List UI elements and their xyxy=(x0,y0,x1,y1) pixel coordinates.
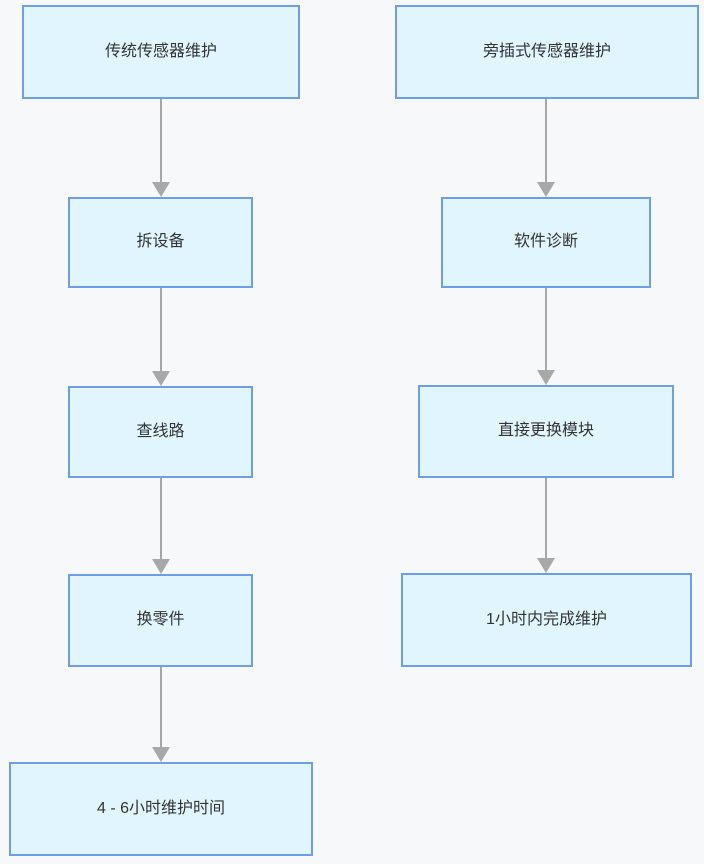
flow-node-plugin-duration: 1小时内完成维护 xyxy=(401,573,692,667)
flow-node-label: 拆设备 xyxy=(136,233,185,251)
flow-node-traditional-title: 传统传感器维护 xyxy=(22,5,300,99)
arrow-traditional-2 xyxy=(152,288,170,386)
arrowhead-down-icon xyxy=(152,559,170,574)
flow-node-label: 传统传感器维护 xyxy=(104,42,217,60)
arrowhead-down-icon xyxy=(537,182,555,197)
arrow-plugin-1 xyxy=(537,99,555,197)
arrow-traditional-1 xyxy=(152,99,170,197)
flow-node-software-diagnosis: 软件诊断 xyxy=(441,197,651,288)
flow-node-label: 查线路 xyxy=(136,422,185,440)
arrowhead-down-icon xyxy=(152,182,170,197)
arrowhead-down-icon xyxy=(152,747,170,762)
flow-node-label: 直接更换模块 xyxy=(497,422,594,440)
flow-node-disassemble-equipment: 拆设备 xyxy=(68,197,253,288)
flow-node-label: 软件诊断 xyxy=(513,233,578,251)
arrowhead-down-icon xyxy=(152,371,170,386)
flow-node-plugin-title: 旁插式传感器维护 xyxy=(395,5,699,99)
flow-node-check-wiring: 查线路 xyxy=(68,386,253,478)
flow-node-replace-module: 直接更换模块 xyxy=(418,385,674,478)
arrowhead-down-icon xyxy=(537,558,555,573)
flow-node-label: 旁插式传感器维护 xyxy=(482,42,611,60)
flow-node-label: 4 - 6小时维护时间 xyxy=(96,799,226,817)
flow-node-replace-parts: 换零件 xyxy=(68,574,253,667)
arrow-traditional-3 xyxy=(152,478,170,574)
arrow-traditional-4 xyxy=(152,667,170,762)
flow-node-traditional-duration: 4 - 6小时维护时间 xyxy=(9,762,313,856)
flow-node-label: 换零件 xyxy=(136,611,185,629)
arrow-plugin-3 xyxy=(537,478,555,573)
arrowhead-down-icon xyxy=(537,370,555,385)
arrow-plugin-2 xyxy=(537,288,555,385)
flow-node-label: 1小时内完成维护 xyxy=(486,610,607,628)
